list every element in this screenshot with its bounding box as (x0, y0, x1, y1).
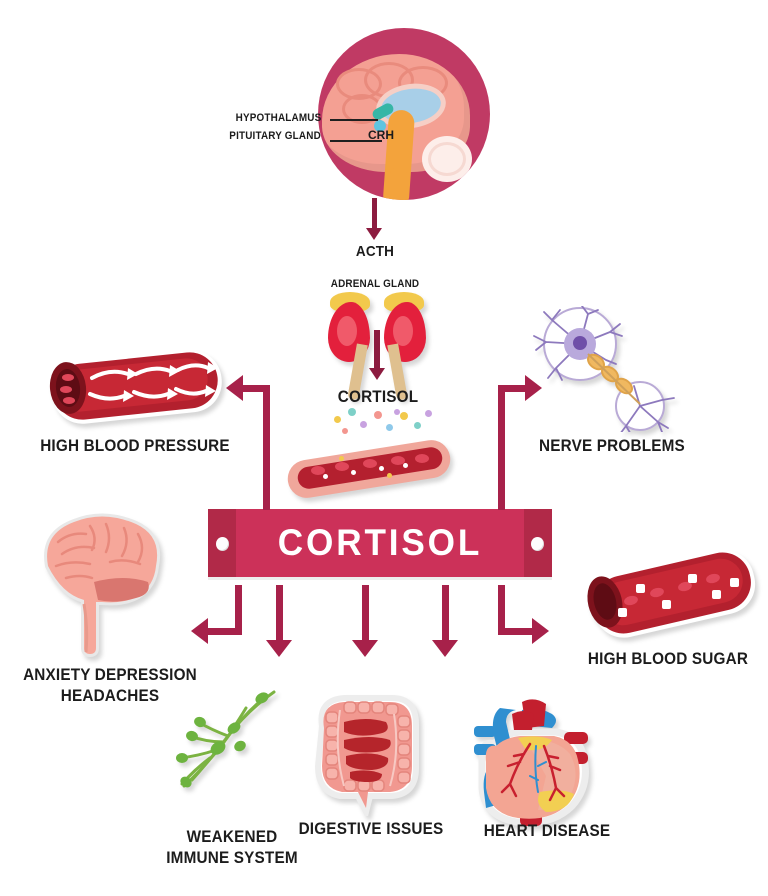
nerve-problems-label: NERVE PROBLEMS (539, 436, 685, 455)
arrow-down-3-shaft (442, 585, 449, 643)
cortisol-banner: CORTISOL (208, 509, 552, 577)
acth-label: ACTH (355, 243, 395, 260)
cortisol-hormone-label: CORTISOL (337, 387, 419, 406)
callout-pituitary-label: PITUITARY GLAND (229, 130, 321, 142)
neuron-icon (533, 305, 675, 437)
blood-vessel-cortisol-icon (283, 432, 453, 501)
banner-rivet-right (531, 537, 544, 551)
arrow-up-right-head (525, 375, 542, 401)
callout-hypothalamus-label: HYPOTHALAMUS (235, 112, 322, 124)
arrow-cortisol-shaft (374, 330, 380, 372)
arrow-up-left-head (226, 375, 243, 401)
arrow-up-right-shaft (498, 385, 505, 510)
arrow-up-left-shaft (263, 385, 270, 510)
lymphatic-system-icon (176, 690, 276, 788)
digestive-issues-illustration (300, 690, 432, 821)
arrow-up-left-elbow (243, 385, 270, 392)
nerve-problems-illustration (522, 305, 690, 437)
adrenal-gland-icon (328, 292, 428, 401)
arrow-down-2-head (352, 640, 378, 657)
spinal-cord-icon (390, 168, 407, 200)
brain-icon (44, 513, 160, 658)
high-blood-pressure-illustration (44, 347, 225, 427)
arrow-down-left-head (191, 618, 208, 644)
arrow-down-left-shaft (235, 585, 242, 635)
arrow-down-1-shaft (276, 585, 283, 643)
leader-line-pituitary (330, 140, 382, 142)
arrow-acth-shaft (372, 198, 377, 232)
heart-disease-label: HEART DISEASE (483, 821, 611, 840)
arrow-acth-head (366, 228, 382, 240)
intestines-icon (314, 695, 419, 821)
arrow-down-1-head (266, 640, 292, 657)
arrow-up-right-elbow (498, 385, 525, 392)
arrow-cortisol-head (369, 368, 385, 380)
digestive-issues-label: DIGESTIVE ISSUES (298, 819, 444, 838)
arrow-down-2-shaft (362, 585, 369, 643)
adrenal-gland-label: ADRENAL GLAND (330, 278, 420, 290)
brain-circle-illustration: CRH (318, 28, 490, 200)
high-blood-pressure-label: HIGH BLOOD PRESSURE (40, 436, 230, 455)
crh-label: CRH (368, 128, 394, 142)
banner-rivet-left (216, 537, 229, 551)
high-blood-sugar-illustration (582, 544, 762, 644)
arrow-down-right-shaft (498, 585, 505, 635)
heart-disease-illustration (460, 696, 606, 830)
banner-title: CORTISOL (277, 522, 483, 563)
anxiety-depression-illustration (32, 508, 172, 660)
arrow-down-left-elbow (208, 628, 242, 635)
arrow-down-right-head (532, 618, 549, 644)
heart-icon (474, 699, 589, 827)
arrow-down-3-head (432, 640, 458, 657)
cerebellum-icon (422, 136, 472, 182)
anxiety-depression-headaches-label: ANXIETY DEPRESSION HEADACHES (23, 665, 197, 706)
cortisol-molecule-dots (330, 408, 434, 436)
weakened-immune-system-illustration (162, 686, 292, 814)
high-blood-sugar-label: HIGH BLOOD SUGAR (587, 649, 749, 668)
arrow-down-right-elbow (498, 628, 532, 635)
pituitary-gland-icon (374, 120, 386, 132)
weakened-immune-system-label: WEAKENED IMMUNE SYSTEM (166, 827, 298, 868)
leader-line-hypothalamus (330, 119, 378, 121)
flow-arrows-icon (88, 362, 218, 402)
